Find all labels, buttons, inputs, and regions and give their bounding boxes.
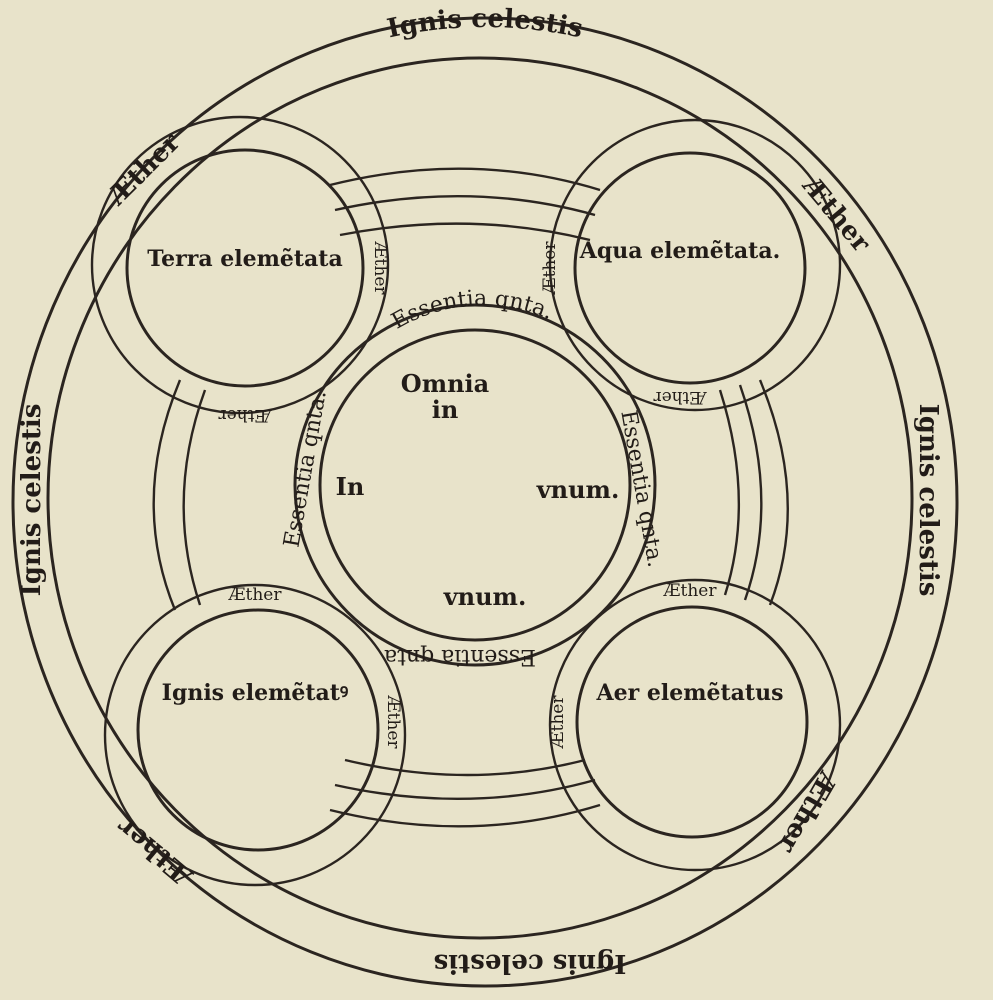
ignis-ring [103,583,407,887]
terra-circle [125,148,365,388]
ether-aqua-below: Æther [653,387,708,407]
essentia-top: Essentia qnta. [388,286,557,334]
terra-label: Terra elemẽtata [147,246,342,272]
connecting-bands [152,167,789,828]
aer-label: Aer elemẽtatus [596,680,784,706]
ether-circle [46,56,914,940]
outer-circle [11,16,959,988]
ether-ignis-above: Æther [228,585,283,605]
aer-ring [548,578,842,872]
aqua-circle [573,151,807,385]
ether-terra-below: Æther [218,405,273,425]
ether-aer-left: Æther [548,695,568,750]
essentia-right: Essentia qnta. [615,408,667,569]
ether-aer-above: Æther [663,581,718,601]
ignis-celestis-top: Ignis celestis [385,4,586,44]
quintessence-outer [293,303,657,667]
center-vnum-right: vnum. [536,475,620,504]
aqua-label: Aqua elemẽtata. [579,238,780,264]
ether-upper-left: Æther [102,127,186,211]
center-in-top: in [432,395,459,424]
ether-lower-left: Æther [111,811,199,891]
ether-aqua-left: Æther [540,241,560,296]
ignis-celestis-left: Ignis celestis [17,404,47,597]
aer-circle [575,605,809,839]
ether-terra-right: Æther [370,241,390,296]
ignis-circle [136,608,380,852]
ignis-label: Ignis elemẽtatꝰ [162,680,349,706]
ignis-celestis-right: Ignis celestis [913,404,943,597]
ignis-celestis-bottom: Ignis celestis [434,948,627,978]
aqua-ring [548,118,842,412]
essentia-bottom: Essentia qnta [384,644,536,669]
quintessence-inner [318,328,632,642]
center-vnum-bottom: vnum. [443,582,527,611]
ether-ignis-right: Æther [383,695,403,750]
center-in-left: In [336,472,365,501]
center-omnia: Omnia [401,369,489,398]
terra-ring [90,115,390,415]
